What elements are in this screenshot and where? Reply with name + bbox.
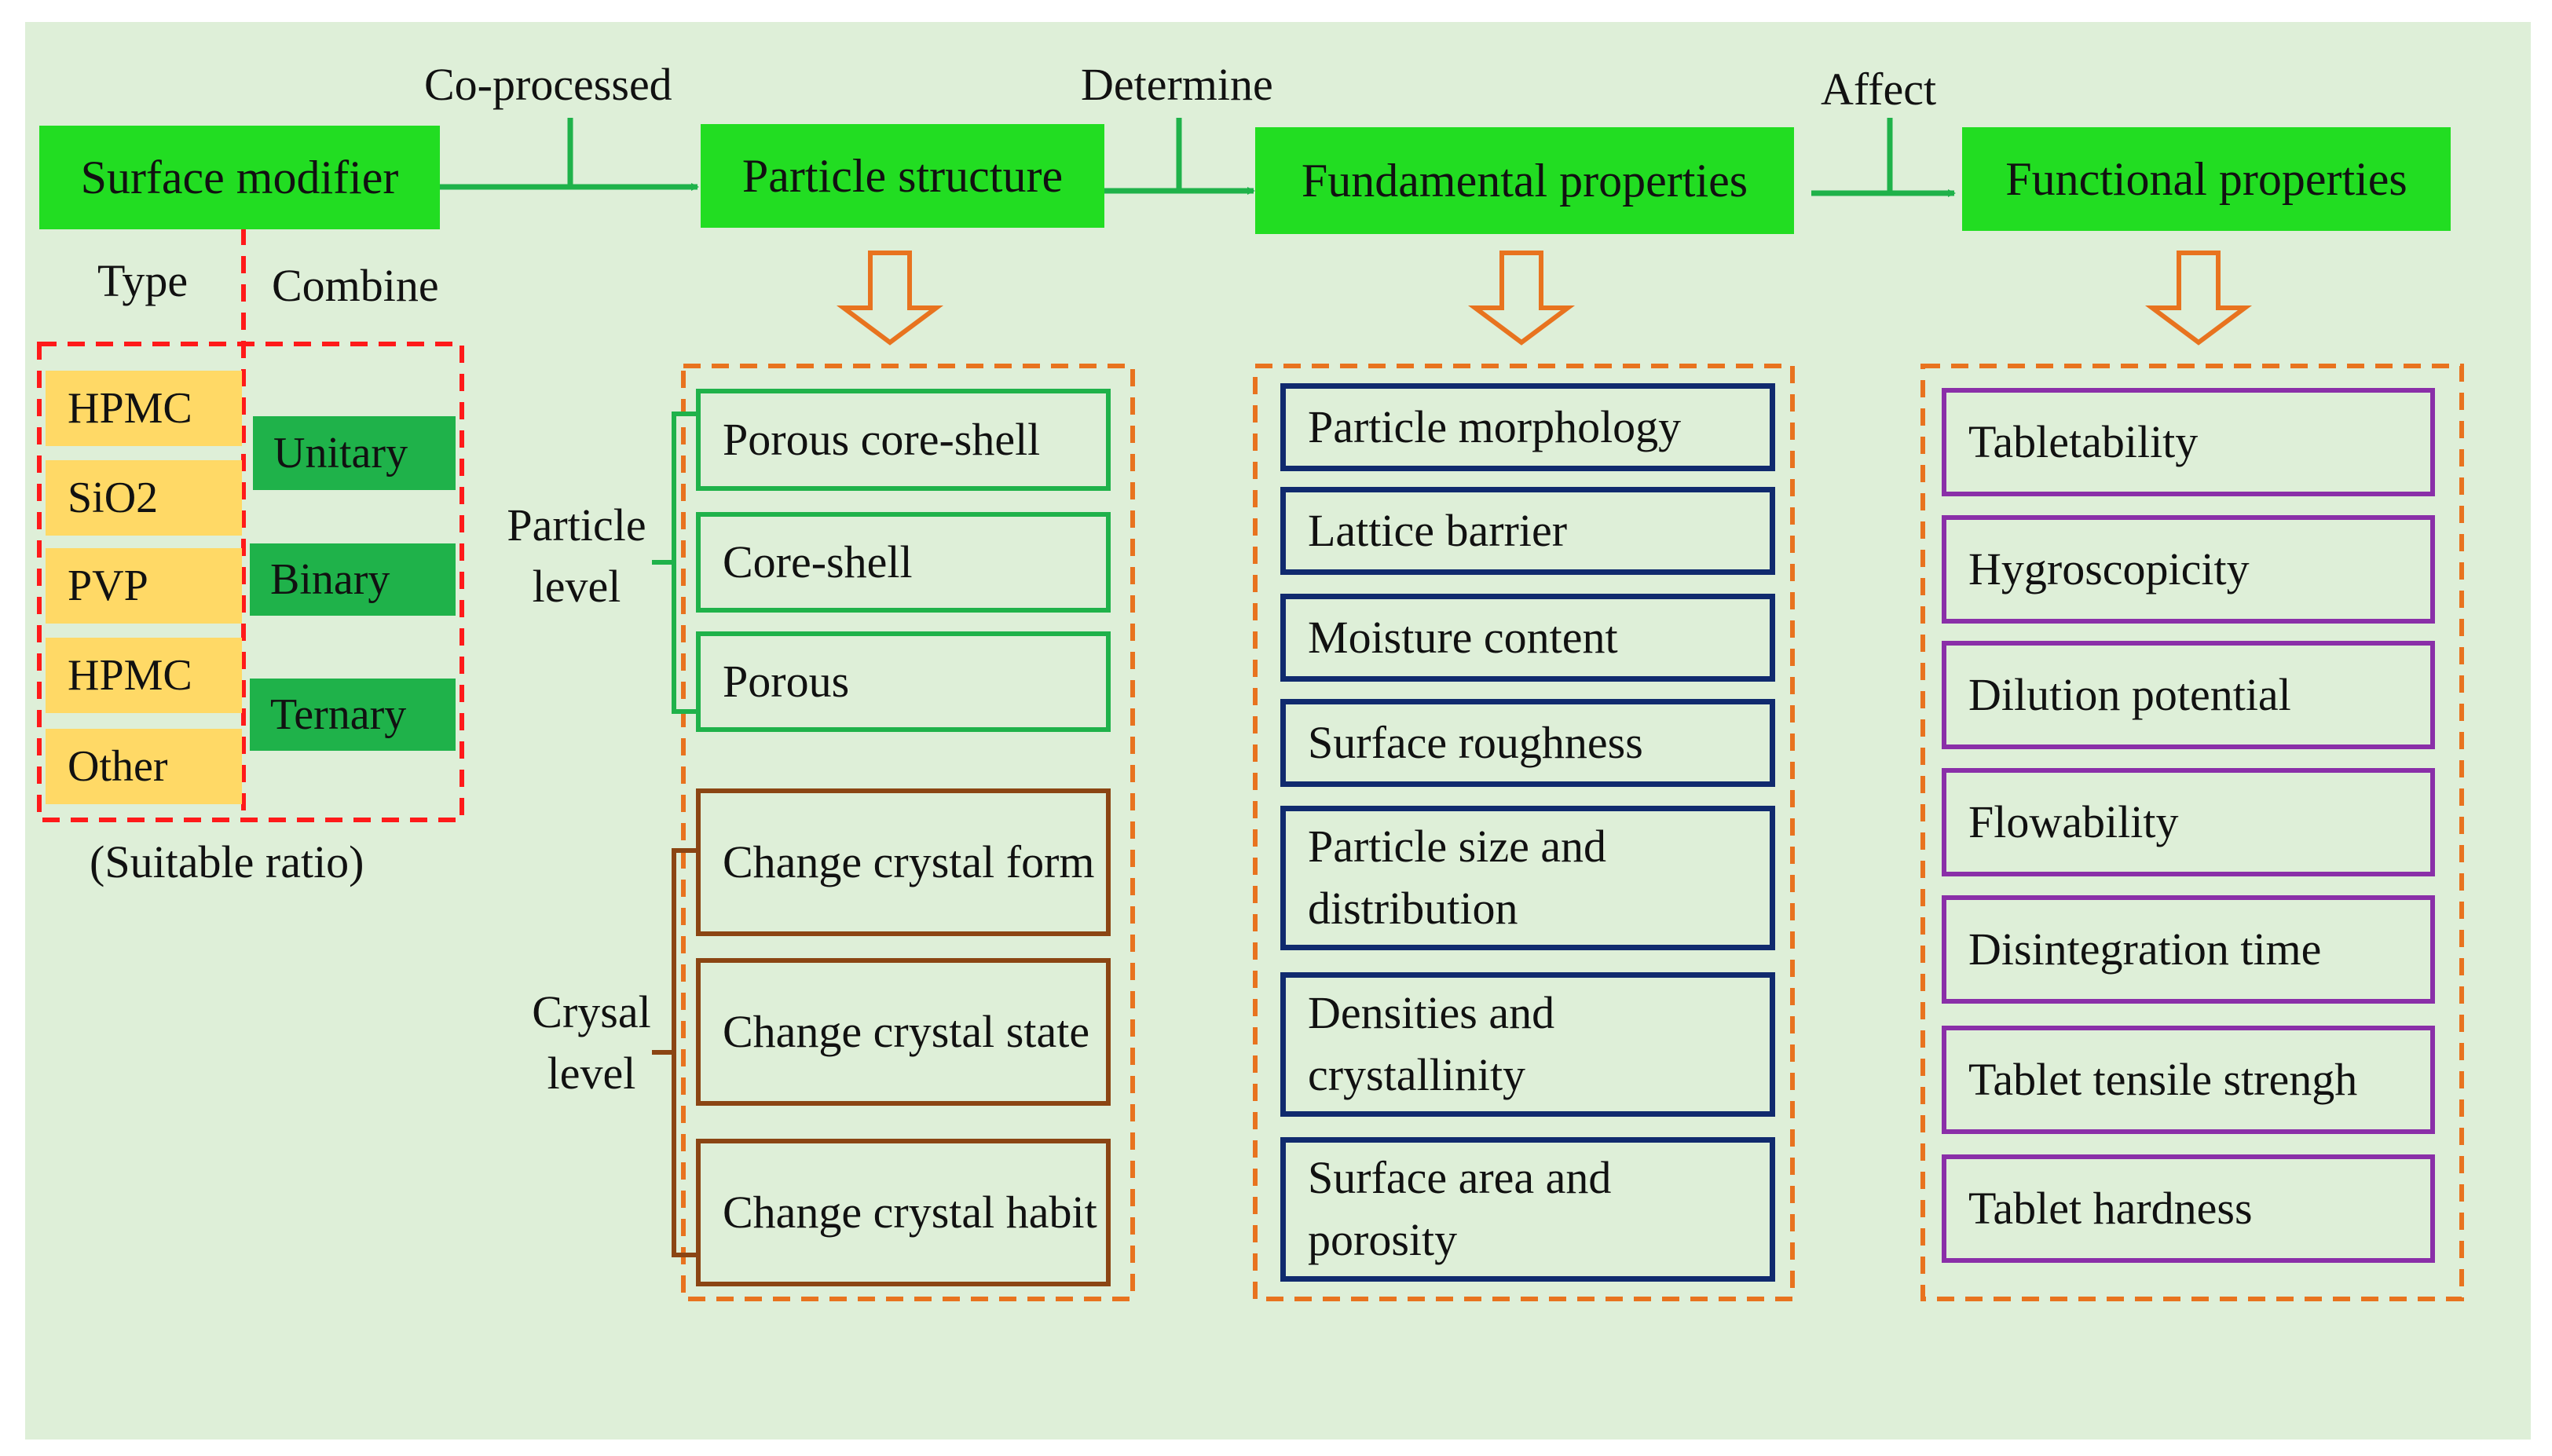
arrow-co-processed <box>440 118 699 191</box>
type-item-sio2: SiO2 <box>46 460 242 536</box>
down-arrow-icon <box>1467 251 1576 346</box>
crystal-item-change-form: Change crystal form <box>696 788 1111 936</box>
combine-label: Combine <box>272 260 439 311</box>
particle-item-porous-core-shell: Porous core-shell <box>696 389 1111 491</box>
modifier-dashed-frame <box>37 228 464 822</box>
crystal-level-label: Crysal level <box>532 986 651 1099</box>
particle-structure-header: Particle structure <box>701 124 1104 228</box>
fundamental-item-surface-area: Surface area and porosity <box>1280 1137 1775 1282</box>
fundamental-item-particle-size: Particle size and distribution <box>1280 806 1775 950</box>
crystal-item-change-state: Change crystal state <box>696 958 1111 1106</box>
combine-item-ternary: Ternary <box>250 679 456 751</box>
fundamental-item-densities: Densities and crystallinity <box>1280 972 1775 1117</box>
fundamental-item-moisture-content: Moisture content <box>1280 594 1775 682</box>
functional-properties-header: Functional properties <box>1962 127 2451 231</box>
arrow-determine <box>1104 118 1255 195</box>
combine-item-unitary: Unitary <box>253 416 456 490</box>
type-item-pvp: PVP <box>46 548 242 624</box>
type-item-hpmc-2: HPMC <box>46 638 242 713</box>
functional-item-tablet-hardness: Tablet hardness <box>1942 1154 2435 1263</box>
fundamental-item-particle-morphology: Particle morphology <box>1280 383 1775 471</box>
down-arrow-icon <box>836 251 944 346</box>
crystal-level-bracket <box>652 848 697 1257</box>
particle-item-porous: Porous <box>696 631 1111 732</box>
functional-properties-frame <box>1920 364 2464 1301</box>
surface-modifier-header: Surface modifier <box>39 126 440 229</box>
particle-level-label: Particle level <box>507 499 646 613</box>
type-item-other: Other <box>46 729 242 804</box>
particle-item-core-shell: Core-shell <box>696 512 1111 613</box>
fundamental-properties-header: Fundamental properties <box>1255 127 1794 234</box>
crystal-item-change-habit: Change crystal habit <box>696 1139 1111 1286</box>
suitable-ratio-note: (Suitable ratio) <box>90 836 364 887</box>
fundamental-properties-frame <box>1253 364 1795 1301</box>
type-item-hpmc: HPMC <box>46 371 242 446</box>
functional-item-disintegration-time: Disintegration time <box>1942 895 2435 1004</box>
affect-label: Affect <box>1821 64 1937 115</box>
fundamental-item-surface-roughness: Surface roughness <box>1280 699 1775 787</box>
determine-label: Determine <box>1081 59 1273 110</box>
functional-item-flowability: Flowability <box>1942 768 2435 876</box>
combine-item-binary: Binary <box>250 543 456 616</box>
co-processed-label: Co-processed <box>424 59 672 110</box>
down-arrow-icon <box>2144 251 2253 346</box>
type-label: Type <box>97 255 189 306</box>
functional-item-dilution-potential: Dilution potential <box>1942 641 2435 749</box>
fundamental-item-lattice-barrier: Lattice barrier <box>1280 487 1775 575</box>
functional-item-hygroscopicity: Hygroscopicity <box>1942 515 2435 624</box>
particle-structure-frame <box>681 364 1135 1301</box>
particle-level-bracket <box>652 412 696 714</box>
arrow-affect <box>1811 118 1956 197</box>
functional-item-tabletability: Tabletability <box>1942 388 2435 496</box>
functional-item-tensile-strength: Tablet tensile strengh <box>1942 1026 2435 1134</box>
